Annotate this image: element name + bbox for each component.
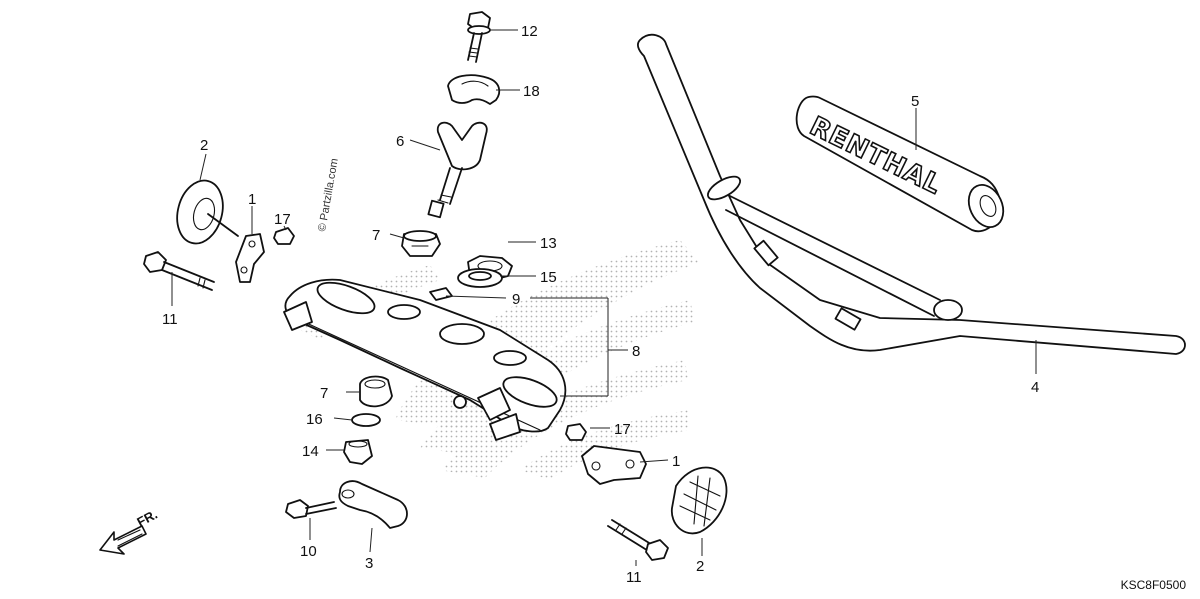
callout-12: 12 (521, 23, 538, 40)
grip-part-5: RENTHAL (795, 95, 1005, 233)
pad-part-9 (429, 287, 453, 301)
callout-7-upper: 7 (372, 227, 380, 244)
bracket-part-1-left (235, 233, 265, 283)
callout-5: 5 (911, 93, 919, 110)
nut-part-17-right (565, 423, 587, 441)
bolt-part-11-left (143, 251, 215, 291)
bolt-part-11-right (607, 519, 669, 561)
plug-part-2-right (671, 466, 728, 535)
callout-16: 16 (306, 411, 323, 428)
handlebar-part-4 (637, 33, 1186, 355)
collar-part-7-lower (359, 375, 393, 408)
callout-4: 4 (1031, 379, 1039, 396)
collar-part-7-upper (401, 230, 441, 257)
callout-15: 15 (540, 269, 557, 286)
callout-9: 9 (512, 291, 520, 308)
callout-13: 13 (540, 235, 557, 252)
bolt-part-12 (467, 11, 491, 63)
washer-part-15 (457, 268, 503, 288)
callout-8: 8 (632, 343, 640, 360)
nut-part-14 (343, 439, 373, 465)
clamp-part-3 (338, 480, 408, 529)
clamp-part-18 (447, 74, 501, 105)
callouts: 12 18 6 7 13 15 9 8 7 16 14 10 3 2 1 17 … (162, 23, 1039, 586)
callout-18: 18 (523, 83, 540, 100)
callout-10: 10 (300, 543, 317, 560)
callout-17-left: 17 (274, 211, 291, 228)
callout-11-right: 11 (626, 569, 642, 586)
callout-11-left: 11 (162, 311, 178, 328)
bracket-part-1-right (581, 445, 647, 485)
top-bridge-part-8 (283, 278, 567, 441)
plug-part-2-left (176, 179, 239, 245)
watermark-text: © Partzilla.com (316, 157, 341, 232)
handlebar-holder-part-6 (427, 121, 488, 219)
callout-3: 3 (365, 555, 373, 572)
callout-2-right: 2 (696, 558, 704, 575)
callout-7-lower: 7 (320, 385, 328, 402)
callout-2-left: 2 (200, 137, 208, 154)
nut-part-17-left (273, 227, 295, 245)
front-direction-label: FR. (134, 507, 160, 530)
front-direction-indicator: FR. (99, 507, 160, 555)
callout-1-right: 1 (672, 453, 680, 470)
callout-6: 6 (396, 133, 404, 150)
leader-lines (171, 29, 1037, 566)
diagram-code: KSC8F0500 (1121, 578, 1187, 592)
bolt-part-10 (285, 499, 337, 519)
callout-17-right: 17 (614, 421, 631, 438)
callout-14: 14 (302, 443, 319, 460)
callout-1-left: 1 (248, 191, 256, 208)
washer-part-16 (351, 413, 381, 427)
